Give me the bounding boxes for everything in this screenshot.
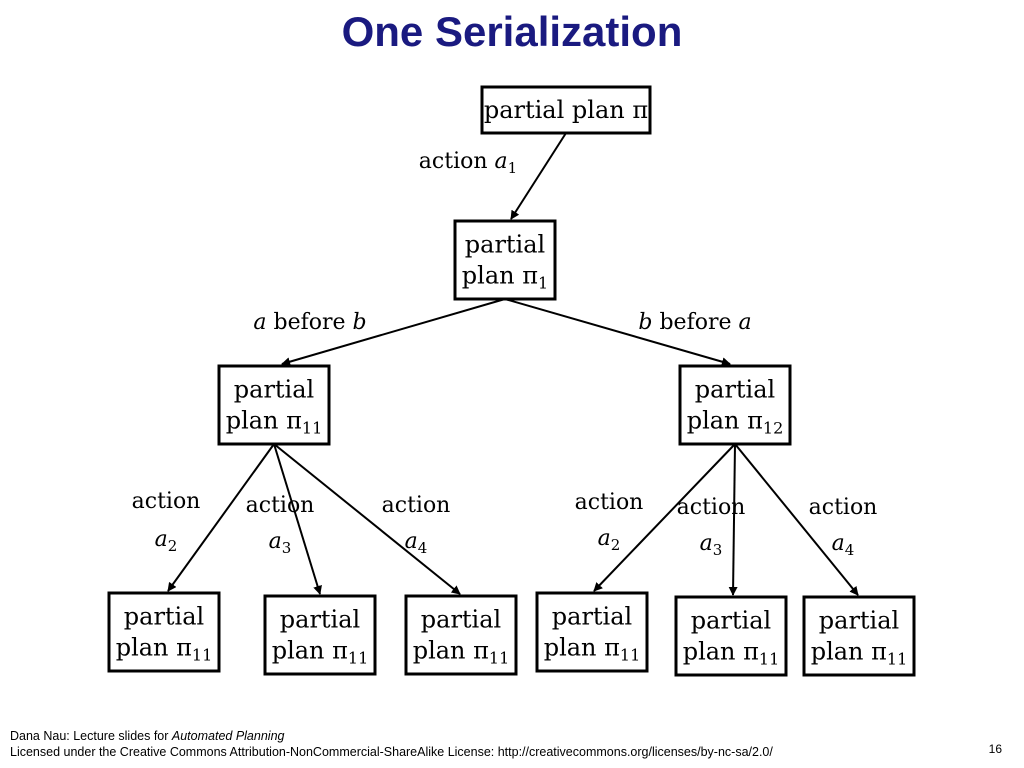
plan-node-label: partial plan π: [484, 96, 648, 124]
plan-node-box: [480, 85, 652, 135]
edge-arrow: [734, 443, 859, 596]
edge-label: b before a: [638, 310, 751, 335]
footer-credit: Dana Nau: Lecture slides for: [10, 729, 172, 743]
plan-node-label: plan π11: [272, 637, 369, 668]
edge-arrow: [273, 443, 461, 595]
plan-node-label: plan π12: [687, 407, 784, 438]
plan-node-label: partial: [280, 606, 360, 634]
edge-label: action a1: [419, 149, 517, 177]
edge-p12-l5: action a3: [677, 443, 746, 596]
edge-root-p1: action a1: [419, 132, 567, 220]
edge-label: action: [677, 495, 746, 520]
edge-label: a2: [598, 526, 621, 554]
plan-node-label: partial: [819, 607, 899, 635]
edge-arrow: [728, 443, 738, 596]
plan-node-box: [674, 595, 788, 677]
plan-node-label: plan π11: [413, 637, 510, 668]
plan-node-p11: partial plan π11: [217, 364, 331, 446]
slide-title: One Serialization: [341, 8, 683, 55]
edge-p1-p12: b before a: [504, 298, 752, 367]
edge-label: a3: [700, 531, 723, 559]
plan-node-box: [217, 364, 331, 446]
edge-label: action: [246, 493, 315, 518]
plan-node-label: partial: [695, 376, 775, 404]
footer-license: Licensed under the Creative Commons Attr…: [10, 745, 773, 759]
plan-node-label: plan π11: [226, 407, 323, 438]
plan-node-box: [107, 591, 221, 673]
plan-node-label: plan π11: [811, 638, 908, 669]
plan-node-label: partial: [552, 603, 632, 631]
plan-node-label: partial: [234, 376, 314, 404]
plan-node-box: [802, 595, 916, 677]
plan-node-box: [404, 594, 518, 676]
edge-label: a4: [832, 531, 855, 559]
edge-label: a before b: [253, 310, 366, 335]
plan-node-label: plan π11: [544, 634, 641, 665]
plan-node-l2: partial plan π11: [263, 594, 377, 676]
plan-node-label: partial: [691, 607, 771, 635]
edge-label: a2: [155, 527, 178, 555]
plan-node-label: plan π11: [683, 638, 780, 669]
edge-label: action: [382, 493, 451, 518]
edge-arrow: [593, 443, 736, 592]
plan-node-l5: partial plan π11: [674, 595, 788, 677]
plan-node-label: plan π11: [116, 634, 213, 665]
edge-p12-l6: action a4: [734, 443, 878, 596]
page-number: 16: [988, 742, 1002, 756]
edge-label: a4: [405, 529, 428, 557]
plan-node-label: partial: [421, 606, 501, 634]
plan-node-root: partial plan π: [480, 85, 652, 135]
plan-node-box: [263, 594, 377, 676]
edge-p12-l4: action a2: [575, 443, 736, 592]
edge-arrow: [281, 298, 506, 367]
plan-node-p1: partial plan π1: [453, 219, 557, 301]
edge-arrow: [273, 443, 322, 595]
edge-p1-p11: a before b: [253, 298, 506, 367]
footer-line-1: Dana Nau: Lecture slides for Automated P…: [10, 728, 773, 744]
edge-arrow: [504, 298, 731, 367]
plan-node-label: partial: [465, 231, 545, 259]
footer: Dana Nau: Lecture slides for Automated P…: [10, 728, 773, 760]
nodes-layer: partial plan π partial plan π1 partial plan …: [107, 85, 916, 677]
edge-arrow: [167, 443, 275, 592]
edge-p11-l2: action a3: [246, 443, 322, 595]
plan-node-l4: partial plan π11: [535, 591, 649, 673]
edge-label: action: [132, 489, 201, 514]
plan-node-box: [535, 591, 649, 673]
edge-arrow: [510, 132, 567, 220]
plan-node-l3: partial plan π11: [404, 594, 518, 676]
plan-node-box: [678, 364, 792, 446]
plan-node-p12: partial plan π12: [678, 364, 792, 446]
plan-node-l6: partial plan π11: [802, 595, 916, 677]
edge-label: a3: [269, 529, 292, 557]
plan-node-box: [453, 219, 557, 301]
edge-p11-l3: action a4: [273, 443, 461, 595]
edge-label: action: [575, 490, 644, 515]
plan-node-label: partial: [124, 603, 204, 631]
footer-book-title: Automated Planning: [171, 729, 285, 743]
edge-p11-l1: action a2: [132, 443, 275, 592]
plan-node-label: plan π1: [462, 262, 548, 293]
edge-label: action: [809, 495, 878, 520]
plan-node-l1: partial plan π11: [107, 591, 221, 673]
